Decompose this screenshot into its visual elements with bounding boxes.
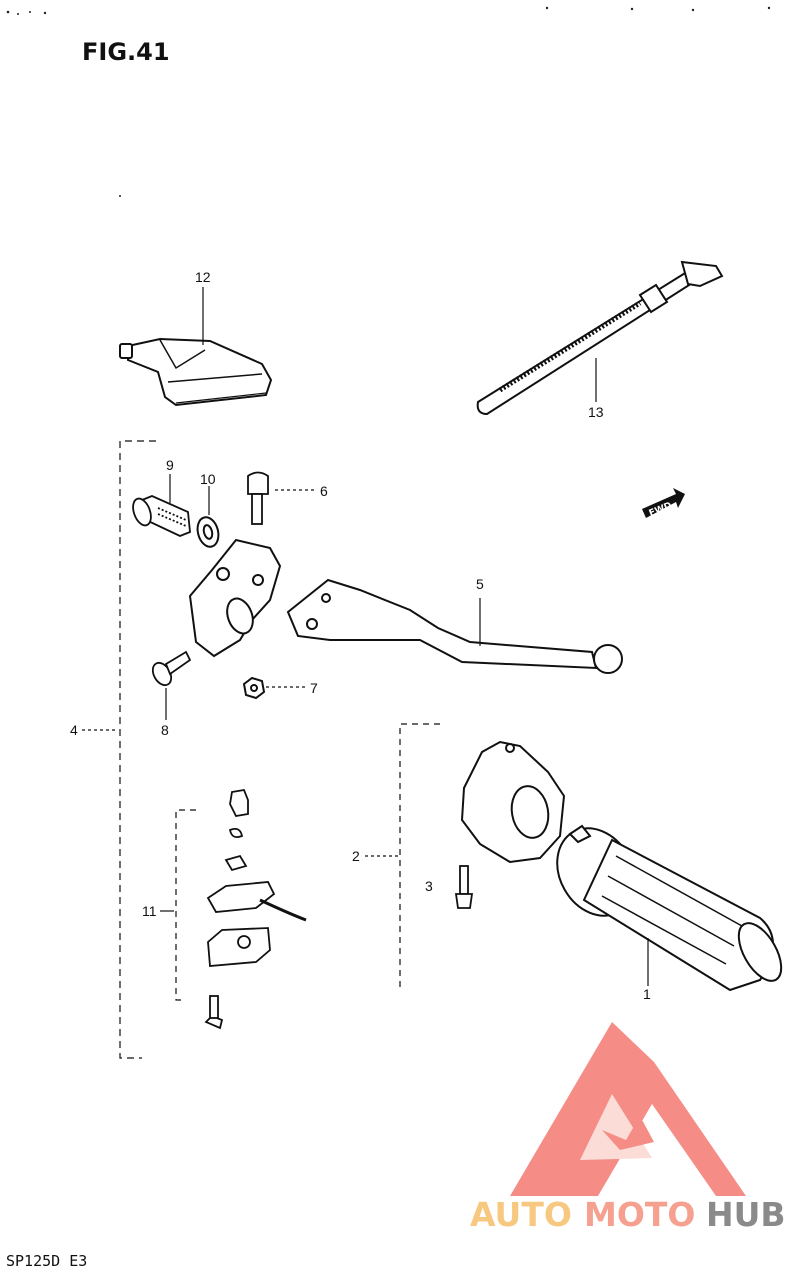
part-10-washer — [196, 516, 220, 548]
watermark-word-moto: MOTO — [584, 1195, 696, 1234]
figure-title: FIG.41 — [82, 38, 170, 66]
part-6-screw — [247, 471, 269, 525]
scan-specks — [6, 6, 771, 197]
watermark-word-auto: AUTO — [470, 1195, 572, 1234]
part-2-housing — [460, 740, 566, 864]
model-code: SP125D E3 — [6, 1252, 88, 1270]
part-7-nut — [242, 676, 266, 700]
callout-1: 1 — [643, 986, 651, 1002]
callout-7: 7 — [310, 680, 318, 696]
lever-holder — [188, 538, 282, 658]
part-8-bolt — [151, 650, 192, 687]
fwd-badge: FWD — [648, 501, 674, 519]
watermark-word-hub: HUB — [706, 1195, 786, 1234]
bracket-assembly-2 — [399, 723, 440, 988]
part-1-grip — [556, 824, 783, 992]
callout-13: 13 — [588, 404, 604, 420]
part-11-switch — [204, 788, 307, 1030]
watermark-logo — [510, 1022, 746, 1196]
part-3-screw — [454, 865, 474, 909]
part-13-cable-tie — [476, 260, 724, 416]
bracket-assembly-11 — [175, 809, 196, 1001]
callout-12: 12 — [195, 269, 211, 285]
callout-5: 5 — [476, 576, 484, 592]
callout-10: 10 — [200, 471, 216, 487]
bracket-assembly-4 — [119, 440, 156, 1059]
callout-9: 9 — [166, 457, 174, 473]
part-9-bolt — [132, 495, 191, 537]
callout-3: 3 — [425, 878, 433, 894]
part-5-lever — [286, 578, 623, 674]
fwd-arrow — [642, 488, 685, 518]
part-12-lever-cover — [119, 337, 273, 407]
callout-8: 8 — [161, 722, 169, 738]
callout-2: 2 — [352, 848, 360, 864]
callout-4: 4 — [70, 722, 78, 738]
callout-11: 11 — [142, 903, 157, 919]
callout-6: 6 — [320, 483, 328, 499]
